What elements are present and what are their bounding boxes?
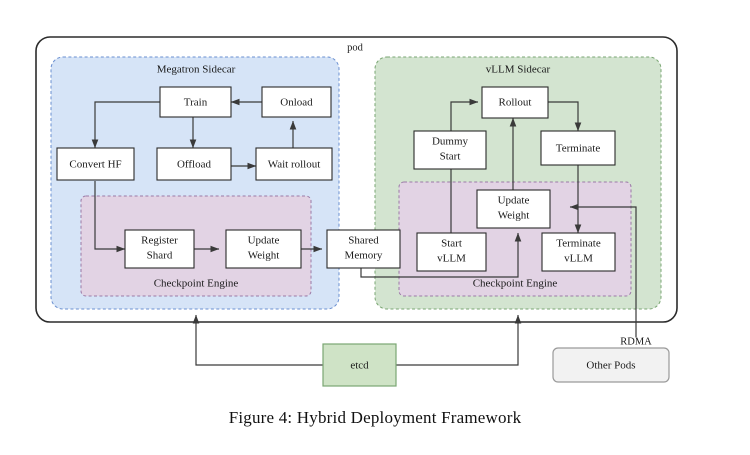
- edge-train-to-convert-hf: [91, 101, 160, 149]
- edge-shared-memory-to-update-weight-right: [360, 232, 522, 278]
- svg-text:Rollout: Rollout: [498, 97, 531, 109]
- checkpoint-engine-left-label: Checkpoint Engine: [154, 278, 239, 290]
- rdma-label: RDMA: [620, 336, 652, 347]
- edge-etcd-to-vllm: [396, 314, 522, 366]
- node-convert-hf[interactable]: Convert HF: [56, 147, 135, 181]
- node-terminate[interactable]: Terminate: [540, 130, 616, 166]
- svg-text:Weight: Weight: [248, 250, 280, 262]
- svg-text:Terminate: Terminate: [556, 238, 601, 250]
- checkpoint-engine-right-label: Checkpoint Engine: [473, 278, 558, 290]
- node-train[interactable]: Train: [159, 86, 232, 118]
- edge-etcd-to-megatron: [192, 314, 323, 366]
- node-start-vllm[interactable]: Start vLLM: [416, 232, 487, 272]
- node-shared-memory[interactable]: Shared Memory: [326, 229, 401, 269]
- figure-caption: Figure 4: Hybrid Deployment Framework: [228, 408, 522, 427]
- svg-text:etcd: etcd: [350, 360, 369, 372]
- svg-text:Other Pods: Other Pods: [586, 360, 635, 372]
- node-update-weight-left[interactable]: Update Weight: [225, 229, 302, 269]
- svg-text:Start: Start: [440, 151, 461, 163]
- megatron-sidecar-label: Megatron Sidecar: [157, 64, 236, 76]
- svg-text:vLLM: vLLM: [437, 253, 466, 265]
- svg-text:Train: Train: [184, 97, 208, 109]
- node-dummy-start[interactable]: Dummy Start: [413, 130, 487, 170]
- edge-convert-hf-to-register-shard: [94, 181, 126, 253]
- svg-text:Dummy: Dummy: [432, 136, 469, 148]
- svg-text:Update: Update: [498, 195, 530, 207]
- svg-text:Weight: Weight: [498, 210, 530, 222]
- svg-text:Wait rollout: Wait rollout: [268, 159, 321, 171]
- svg-text:Memory: Memory: [345, 250, 383, 262]
- svg-text:Terminate: Terminate: [556, 143, 601, 155]
- node-terminate-vllm[interactable]: Terminate vLLM: [541, 232, 616, 272]
- svg-text:Convert HF: Convert HF: [69, 159, 121, 171]
- edge-rdma-to-update-weight-right: [569, 203, 637, 337]
- node-rollout[interactable]: Rollout: [481, 86, 549, 119]
- svg-text:vLLM: vLLM: [564, 253, 593, 265]
- svg-text:Onload: Onload: [280, 97, 313, 109]
- edge-dummy-start-to-rollout: [450, 98, 479, 131]
- vllm-sidecar-label: vLLM Sidecar: [486, 64, 551, 76]
- node-update-weight-right[interactable]: Update Weight: [476, 189, 551, 229]
- node-offload[interactable]: Offload: [156, 147, 232, 181]
- node-etcd[interactable]: etcd: [322, 343, 397, 387]
- node-onload[interactable]: Onload: [261, 86, 332, 118]
- svg-text:Offload: Offload: [177, 159, 212, 171]
- pod-label: pod: [347, 42, 364, 53]
- svg-text:Shard: Shard: [147, 250, 173, 262]
- edge-rollout-to-terminate: [546, 101, 582, 132]
- node-register-shard[interactable]: Register Shard: [124, 229, 195, 269]
- node-other-pods[interactable]: Other Pods: [552, 347, 670, 383]
- svg-text:Start: Start: [441, 238, 462, 250]
- node-wait-rollout[interactable]: Wait rollout: [255, 147, 333, 181]
- svg-text:Update: Update: [248, 235, 280, 247]
- checkpoint-engine-left-group: [80, 195, 312, 297]
- svg-text:Register: Register: [141, 235, 178, 247]
- svg-text:Shared: Shared: [348, 235, 379, 247]
